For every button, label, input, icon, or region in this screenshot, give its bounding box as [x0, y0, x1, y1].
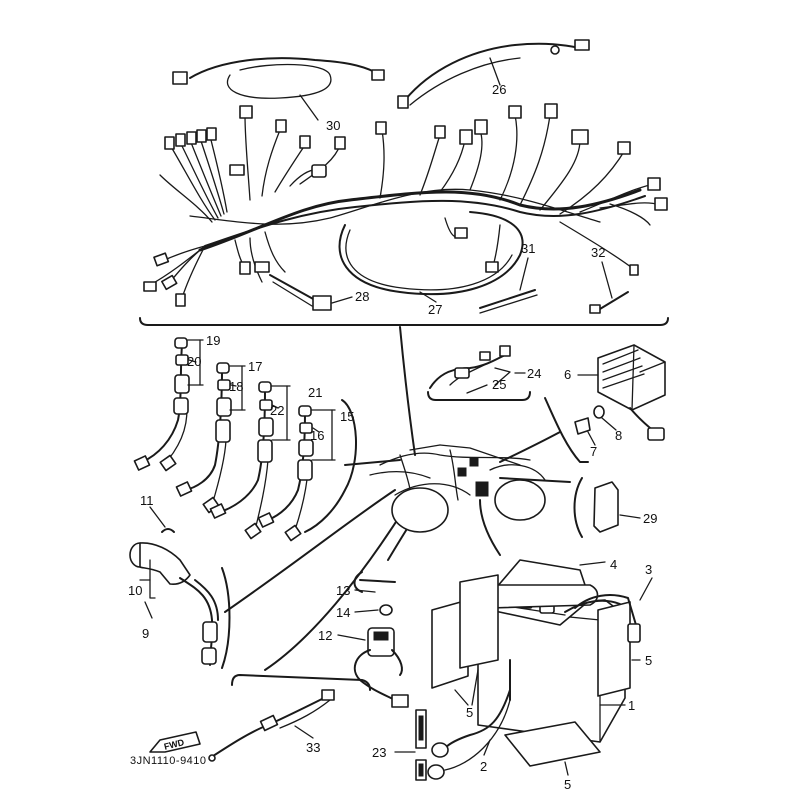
harness-24: 25 24: [427, 345, 541, 401]
connector-line-top: [399, 326, 416, 456]
part-number-9: 9: [142, 626, 149, 641]
rectifier-regulator-6: 6 7 8: [544, 344, 666, 463]
lead-33: 33: [208, 674, 371, 762]
lead-15: [257, 405, 314, 542]
part-number-17: 17: [248, 359, 262, 374]
harness-connectors: [143, 103, 668, 307]
part-number-1: 1: [628, 698, 635, 713]
starter-relay-group: 13 14 12: [318, 571, 409, 708]
part-number-22: 22: [270, 403, 284, 418]
lead-31: [479, 289, 538, 314]
lead-21: [209, 381, 274, 540]
part-number-32: 32: [591, 245, 605, 260]
part-number-25: 25: [492, 377, 506, 392]
part-number-24: 24: [527, 366, 541, 381]
part-number-7: 7: [590, 444, 597, 459]
part-number-13: 13: [336, 583, 350, 598]
connector-line-29: [499, 477, 571, 483]
part-number-2: 2: [480, 759, 487, 774]
part-number-14: 14: [336, 605, 350, 620]
connector-line-battery: [479, 499, 501, 556]
part-number-3: 3: [645, 562, 652, 577]
battery-callouts: 4 3 5 1 5 23 2 5: [372, 557, 653, 792]
part-number-8: 8: [615, 428, 622, 443]
part-number-23: 23: [372, 745, 386, 760]
connector-line-11: [224, 489, 396, 613]
part-number-29: 29: [643, 511, 657, 526]
sub-harness-26: [397, 39, 590, 109]
part-number-6: 6: [564, 367, 571, 382]
part-number-33: 33: [306, 740, 320, 755]
part-number-19: 19: [206, 333, 220, 348]
part-number-18: 18: [229, 379, 243, 394]
part-number-4: 4: [610, 557, 617, 572]
part-number-5-bottom: 5: [564, 777, 571, 792]
part-number-16: 16: [310, 428, 324, 443]
leads-callouts: 19 20 17 18 21 22 15 16: [187, 333, 358, 533]
main-switch-9: 10 9: [128, 542, 231, 669]
part-number-20: 20: [187, 354, 201, 369]
part-number-10: 10: [128, 583, 142, 598]
connector-line-33: [264, 499, 411, 671]
part-number-27: 27: [428, 302, 442, 317]
part-number-12: 12: [318, 628, 332, 643]
fwd-label: FWD: [163, 737, 186, 752]
part-number-26: 26: [492, 82, 506, 97]
battery-assembly: [415, 559, 641, 781]
part-number-11: 11: [140, 493, 154, 508]
relay-29: 29: [573, 477, 657, 538]
sub-harness-30: [172, 57, 385, 99]
part-number-28: 28: [355, 289, 369, 304]
part-number-21: 21: [308, 385, 322, 400]
catalog-code: 3JN1110-9410: [130, 755, 207, 767]
harness-group-bracket: [139, 317, 669, 326]
lead-19: [133, 337, 190, 472]
frame-reference: [369, 444, 546, 533]
fwd-arrow-icon: FWD: [149, 731, 201, 753]
part-number-31: 31: [521, 241, 535, 256]
harness-labels: 30 26 28 27 31 32: [299, 57, 613, 317]
part-number-5-right: 5: [645, 653, 652, 668]
part-number-5-left: 5: [466, 705, 473, 720]
connector-line-right: [499, 431, 561, 463]
clip-11: 11: [140, 493, 175, 533]
part-number-30: 30: [326, 118, 340, 133]
wire-lead-28: [269, 274, 332, 311]
lead-32: [589, 291, 629, 314]
